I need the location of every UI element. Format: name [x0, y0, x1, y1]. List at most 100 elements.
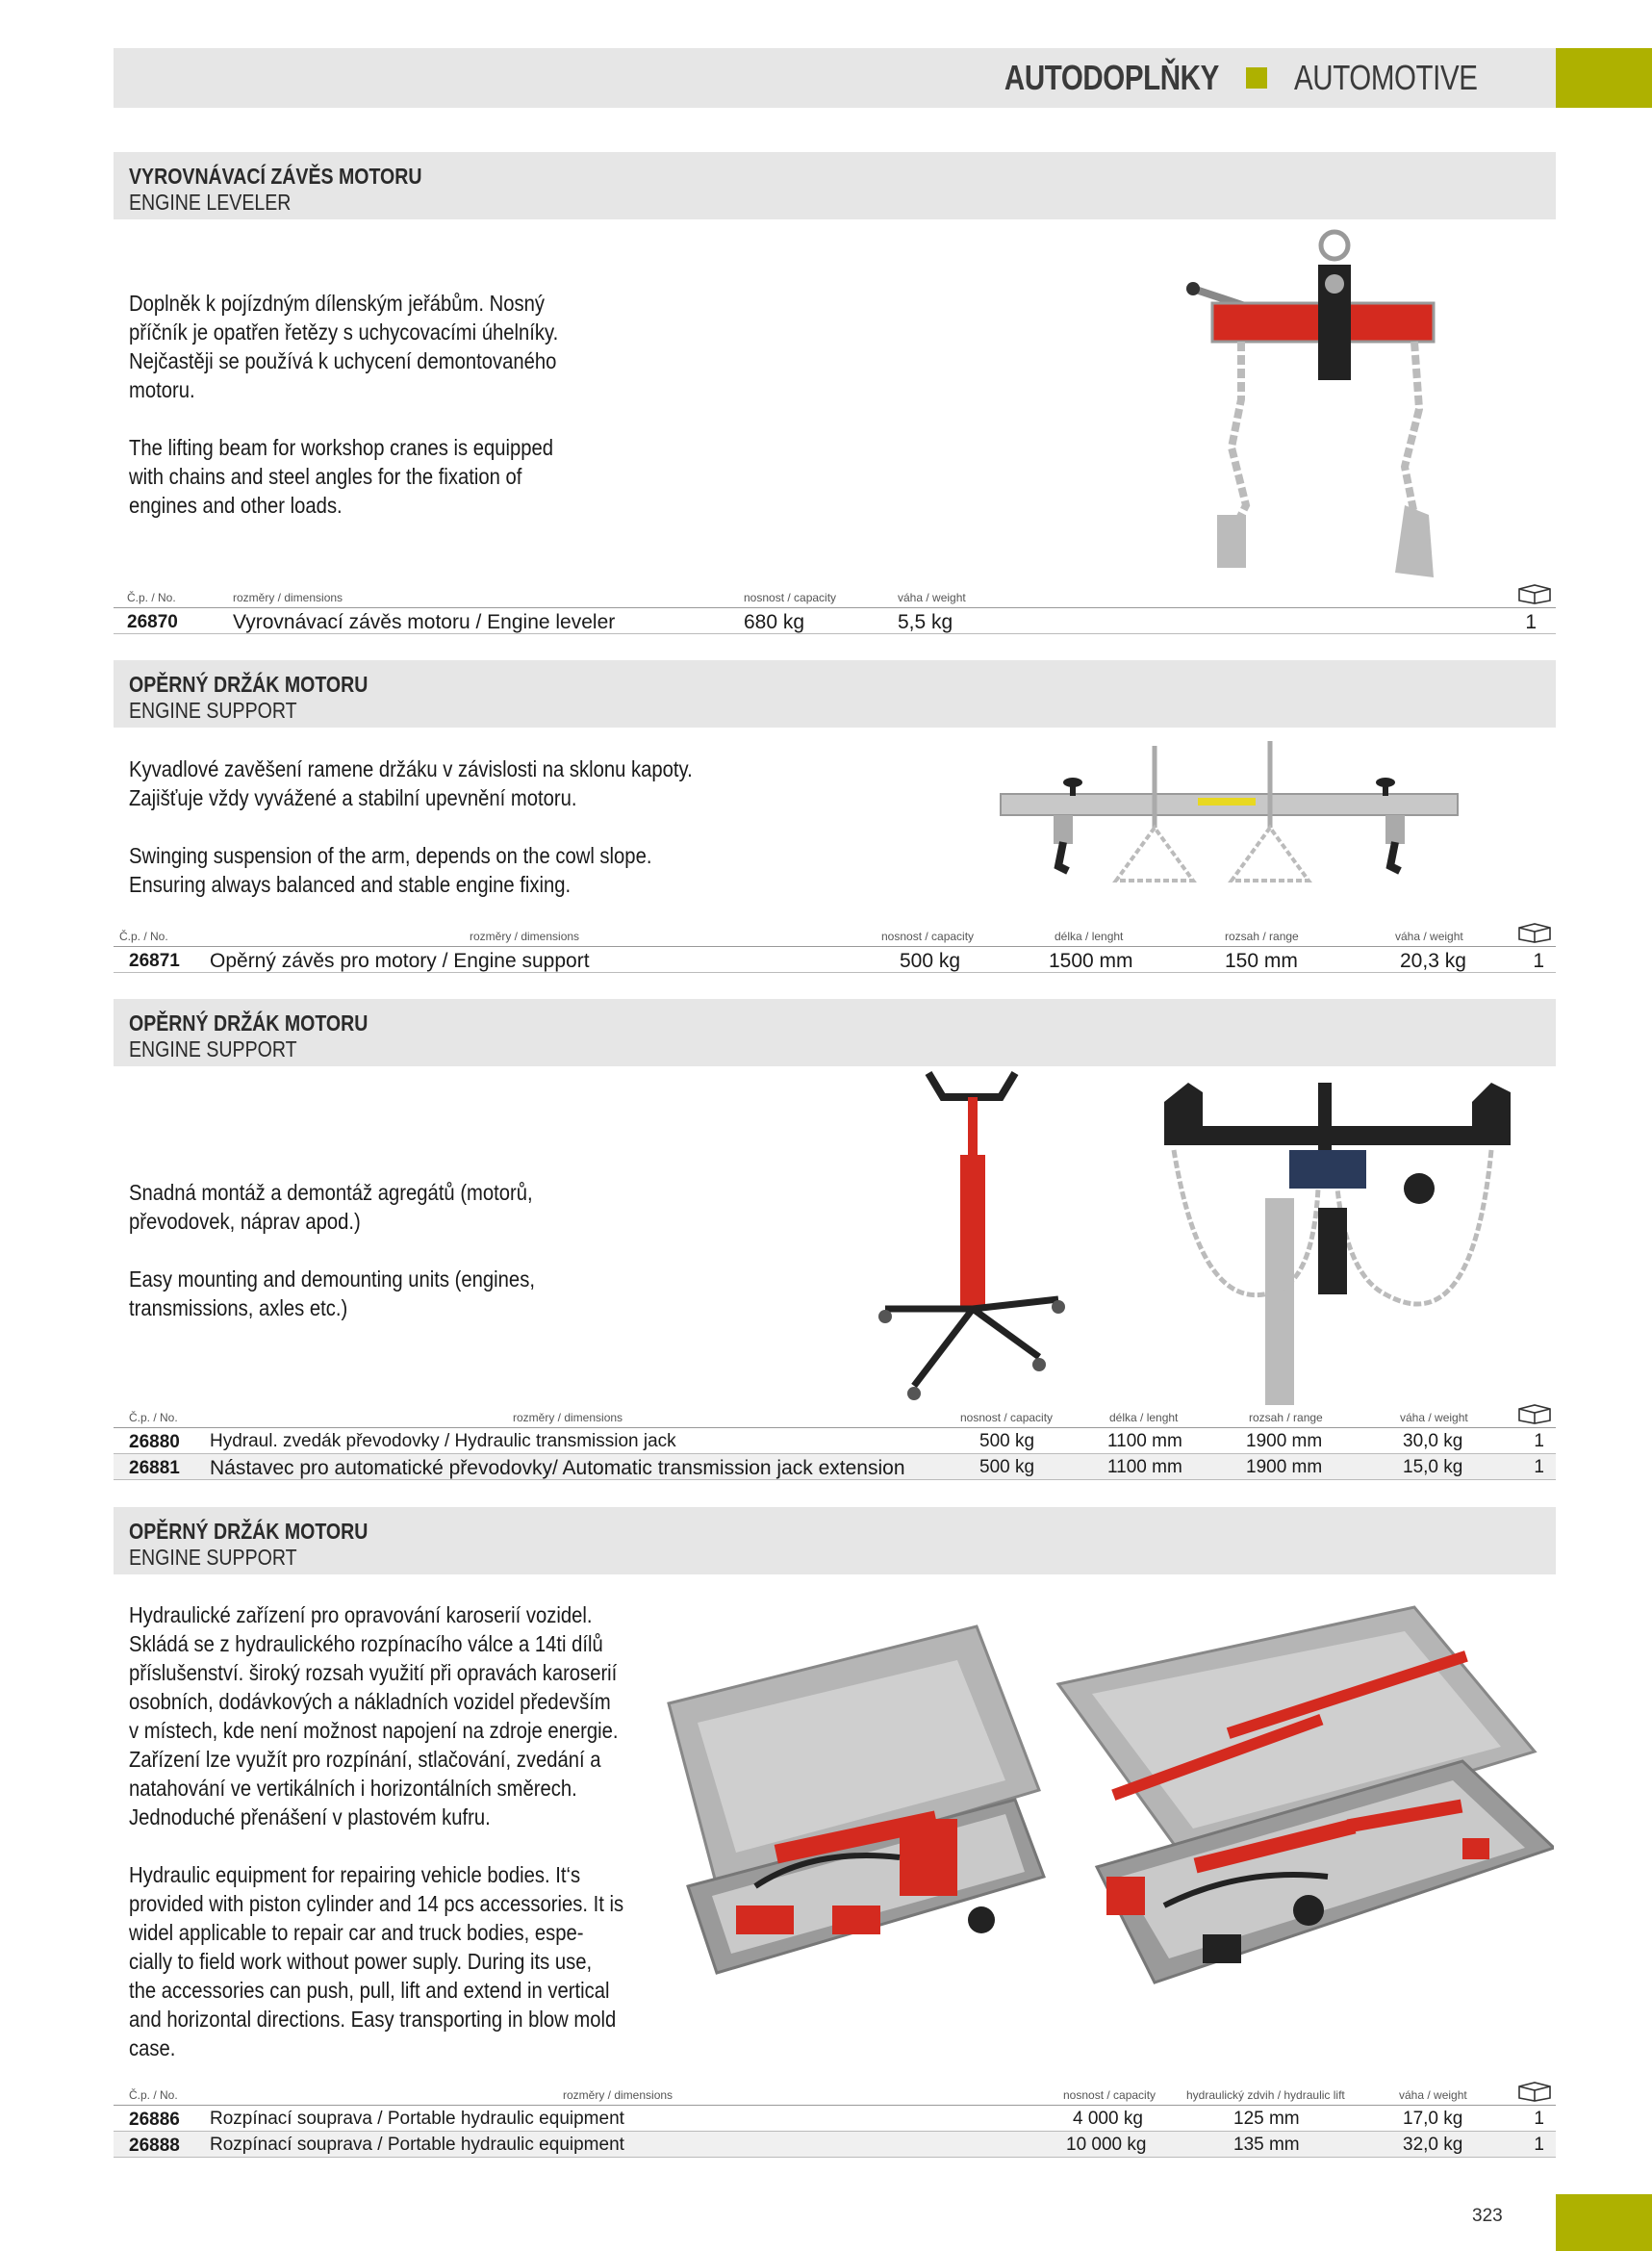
product-range: 1900 mm: [1246, 1457, 1323, 1477]
product-number: 26870: [127, 612, 178, 632]
product-name: Rozpínací souprava / Portable hydraulic …: [210, 2109, 624, 2129]
section-description: Hydraulické zařízení pro opravování karo…: [129, 1600, 691, 2091]
product-table-leveler: Č.p. / No. rozměry / dimensions nosnost …: [114, 584, 1556, 634]
col-header: rozměry / dimensions: [470, 930, 580, 943]
desc-line: Swinging suspension of the arm, depends …: [129, 843, 652, 868]
desc-line: Hydraulic equipment for repairing vehicl…: [129, 1862, 581, 1887]
product-capacity: 500 kg: [900, 950, 961, 972]
table-header: Č.p. / No. rozměry / dimensions nosnost …: [114, 923, 1556, 947]
section-title-cz: OPĚRNÝ DRŽÁK MOTORU: [129, 1010, 369, 1036]
desc-line: engines and other loads.: [129, 493, 343, 518]
product-capacity: 680 kg: [744, 611, 805, 633]
package-icon: [1518, 584, 1551, 604]
col-header: váha / weight: [1399, 2088, 1467, 2102]
product-number: 26881: [129, 1458, 180, 1478]
product-table-support-1: Č.p. / No. rozměry / dimensions nosnost …: [114, 923, 1556, 973]
hydraulic-case-small-image: [667, 1624, 1046, 1975]
package-icon: [1518, 1404, 1551, 1424]
product-table-support-2: Č.p. / No. rozměry / dimensions nosnost …: [114, 1404, 1556, 1480]
col-header: váha / weight: [898, 591, 966, 604]
desc-line: motoru.: [129, 377, 195, 402]
desc-line: osobních, dodávkových a nákladních vozid…: [129, 1689, 611, 1714]
product-name: Rozpínací souprava / Portable hydraulic …: [210, 2135, 624, 2155]
product-capacity: 10 000 kg: [1066, 2135, 1147, 2155]
col-header: rozsah / range: [1225, 930, 1299, 943]
col-header: Č.p. / No.: [129, 1411, 178, 1424]
col-header: rozměry / dimensions: [233, 591, 343, 604]
desc-line: příslušenství. široký rozsah využití při…: [129, 1660, 618, 1685]
desc-line: Skládá se z hydraulického rozpínacího vá…: [129, 1631, 603, 1656]
product-name: Nástavec pro automatické převodovky/ Aut…: [210, 1457, 905, 1479]
table-header: Č.p. / No. rozměry / dimensions nosnost …: [114, 584, 1556, 608]
table-row: 26871 Opěrný závěs pro motory / Engine s…: [114, 947, 1556, 973]
desc-line: Zajišťuje vždy vyvážené a stabilní upevn…: [129, 785, 577, 810]
header-title-cz: AUTODOPLŇKY: [1004, 58, 1219, 97]
desc-line: transmissions, axles etc.): [129, 1295, 348, 1320]
desc-line: Hydraulické zařízení pro opravování karo…: [129, 1602, 593, 1627]
page-number: 323: [1472, 2206, 1503, 2226]
engine-leveler-image: [1186, 229, 1436, 577]
product-lift: 125 mm: [1233, 2109, 1300, 2129]
desc-line: natahování ve vertikálních i horizontáln…: [129, 1776, 577, 1801]
desc-line: Kyvadlové zavěšení ramene držáku v závis…: [129, 756, 693, 781]
table-header: Č.p. / No. rozměry / dimensions nosnost …: [114, 2082, 1556, 2106]
col-header: rozměry / dimensions: [563, 2088, 674, 2102]
desc-line: widel applicable to repair car and truck…: [129, 1920, 584, 1945]
product-weight: 30,0 kg: [1403, 1431, 1463, 1451]
desc-line: The lifting beam for workshop cranes is …: [129, 435, 554, 460]
product-weight: 17,0 kg: [1403, 2109, 1463, 2129]
product-capacity: 4 000 kg: [1073, 2109, 1143, 2129]
col-header: nosnost / capacity: [881, 930, 975, 943]
product-length: 1500 mm: [1049, 950, 1133, 972]
transmission-jack-extension-image: [1164, 1083, 1511, 1405]
section-title-cz: OPĚRNÝ DRŽÁK MOTORU: [129, 672, 369, 697]
section-description: Doplněk k pojízdným dílenským jeřábům. N…: [129, 289, 617, 549]
product-name: Vyrovnávací závěs motoru / Engine levele…: [233, 611, 616, 633]
col-header: délka / lenght: [1055, 930, 1124, 943]
section-title-en: ENGINE SUPPORT: [129, 1036, 297, 1062]
desc-line: Zařízení lze využít pro rozpínání, stlač…: [129, 1747, 601, 1772]
col-header: délka / lenght: [1109, 1411, 1179, 1424]
desc-line: case.: [129, 2035, 176, 2060]
desc-line: Snadná montáž a demontáž agregátů (motor…: [129, 1180, 533, 1205]
product-number: 26880: [129, 1432, 180, 1452]
section-description: Kyvadlové zavěšení ramene držáku v závis…: [129, 755, 770, 928]
desc-line: převodovek, náprav apod.): [129, 1209, 361, 1234]
desc-line: Easy mounting and demounting units (engi…: [129, 1266, 535, 1292]
product-lift: 135 mm: [1233, 2135, 1300, 2155]
desc-line: Nejčastěji se používá k uchycení demonto…: [129, 348, 557, 373]
desc-line: Jednoduché přenášení v plastovém kufru.: [129, 1804, 491, 1829]
package-icon: [1518, 2082, 1551, 2102]
section-description: Snadná montáž a demontáž agregátů (motor…: [129, 1178, 590, 1351]
header-accent-block: [1556, 48, 1652, 108]
col-header: nosnost / capacity: [744, 591, 837, 604]
header-title-en: AUTOMOTIVE: [1293, 58, 1478, 97]
product-range: 1900 mm: [1246, 1431, 1323, 1451]
product-capacity: 500 kg: [979, 1431, 1035, 1451]
section-title-cz: VYROVNÁVACÍ ZÁVĚS MOTORU: [129, 164, 422, 189]
table-row: 26870 Vyrovnávací závěs motoru / Engine …: [114, 608, 1556, 634]
section-title-en: ENGINE LEVELER: [129, 190, 292, 215]
col-header: Č.p. / No.: [119, 930, 168, 943]
desc-line: and horizontal directions. Easy transpor…: [129, 2007, 617, 2032]
product-qty: 1: [1533, 950, 1544, 972]
header-title: AUTODOPLŇKY AUTOMOTIVE: [957, 58, 1517, 98]
desc-line: the accessories can push, pull, lift and…: [129, 1978, 610, 2003]
col-header: nosnost / capacity: [1063, 2088, 1156, 2102]
package-icon: [1518, 923, 1551, 943]
product-qty: 1: [1534, 1457, 1544, 1477]
header-bar: AUTODOPLŇKY AUTOMOTIVE: [114, 48, 1556, 108]
table-row: 26881 Nástavec pro automatické převodovk…: [114, 1454, 1556, 1480]
engine-support-beam-image: [1000, 741, 1459, 882]
product-table-hydraulic: Č.p. / No. rozměry / dimensions nosnost …: [114, 2082, 1556, 2158]
desc-line: Ensuring always balanced and stable engi…: [129, 872, 572, 897]
col-header: rozměry / dimensions: [513, 1411, 623, 1424]
product-name: Hydraul. zvedák převodovky / Hydraulic t…: [210, 1431, 676, 1451]
footer-accent-block: [1556, 2194, 1652, 2251]
section-title-cz: OPĚRNÝ DRŽÁK MOTORU: [129, 1519, 369, 1544]
product-number: 26886: [129, 2110, 180, 2130]
table-row: 26886 Rozpínací souprava / Portable hydr…: [114, 2106, 1556, 2132]
desc-line: provided with piston cylinder and 14 pcs…: [129, 1891, 624, 1916]
product-number: 26888: [129, 2136, 180, 2156]
table-row: 26888 Rozpínací souprava / Portable hydr…: [114, 2132, 1556, 2158]
